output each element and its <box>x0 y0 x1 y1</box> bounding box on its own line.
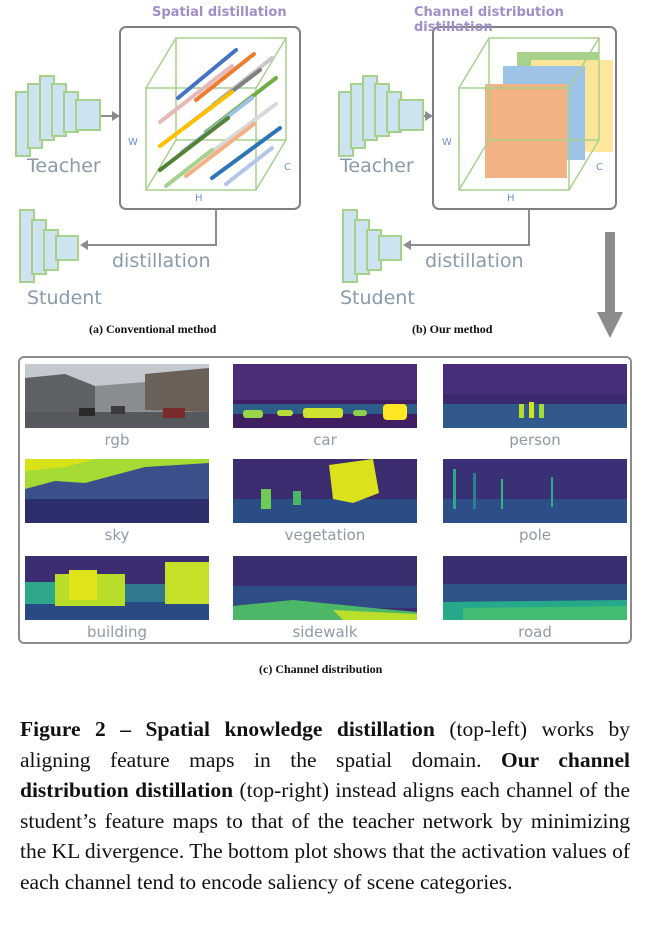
feature-cube-icon <box>458 37 600 191</box>
spatial-distillation-header: Spatial distillation <box>152 5 287 20</box>
axis-h-label: H <box>195 193 203 204</box>
distillation-label: distillation <box>112 250 211 272</box>
diagram-conventional <box>15 26 301 283</box>
axis-h-label: H <box>507 193 515 204</box>
thumbnail-label: person <box>509 431 561 449</box>
road-thumbnail <box>443 556 627 620</box>
caption-text-2: (top-right) instead aligns each channel … <box>20 778 630 894</box>
subcaption-b: (b) Our method <box>412 322 493 336</box>
axis-w-label: W <box>442 137 452 148</box>
thumbnail-label: sky <box>104 526 130 544</box>
caption-dash: – <box>105 717 146 741</box>
diagram-our-method <box>338 26 623 338</box>
thumbnail-label: sidewalk <box>292 623 358 641</box>
caption-bold-2: Our channel distribution distillation <box>20 747 630 803</box>
distillation-label: distillation <box>425 250 524 272</box>
vegetation-thumbnail <box>233 459 417 523</box>
arrow-right-icon <box>424 111 433 121</box>
arrow-down-icon <box>597 232 623 338</box>
caption-text-1: (top-left) works by aligning feature map… <box>20 717 630 772</box>
figure-caption: Figure 2 – Spatial knowledge distillatio… <box>20 714 630 898</box>
axis-w-label: W <box>128 137 138 148</box>
building-thumbnail <box>25 556 209 620</box>
thumbnail-label: road <box>518 623 552 641</box>
student-label: Student <box>27 287 102 309</box>
rgb-thumbnail <box>25 364 209 428</box>
teacher-label: Teacher <box>340 155 414 177</box>
thumbnail-label: rgb <box>104 431 130 449</box>
student-network-icon <box>19 209 79 283</box>
spatial-streaks <box>158 48 282 188</box>
teacher-label: Teacher <box>27 155 101 177</box>
subcaption-c: (c) Channel distribution <box>259 662 383 676</box>
thumbnail-label: vegetation <box>284 526 366 544</box>
feature-map-box <box>119 26 301 210</box>
student-label: Student <box>340 287 415 309</box>
figure-label: Figure 2 <box>20 717 106 741</box>
channel-distillation-header: Channel distribution distillation <box>414 5 564 35</box>
thumbnail-label: car <box>313 431 337 449</box>
thumbnail-label: building <box>86 623 148 641</box>
subcaption-a: (a) Conventional method <box>89 322 217 336</box>
sky-thumbnail <box>25 459 209 523</box>
axis-c-label: C <box>284 162 291 173</box>
teacher-network-icon <box>338 75 424 157</box>
teacher-network-icon <box>15 75 101 157</box>
caption-bold-1: Spatial knowledge distillation <box>145 717 435 741</box>
pole-thumbnail <box>443 459 627 523</box>
axis-c-label: C <box>596 162 603 173</box>
arrow-return-icon <box>403 209 530 250</box>
person-thumbnail <box>443 364 627 428</box>
student-network-icon <box>342 209 402 283</box>
arrow-right-icon <box>101 111 120 121</box>
sidewalk-thumbnail <box>233 556 417 620</box>
arrow-return-icon <box>80 209 217 250</box>
car-thumbnail <box>233 364 417 428</box>
thumbnail-label: pole <box>518 526 552 544</box>
